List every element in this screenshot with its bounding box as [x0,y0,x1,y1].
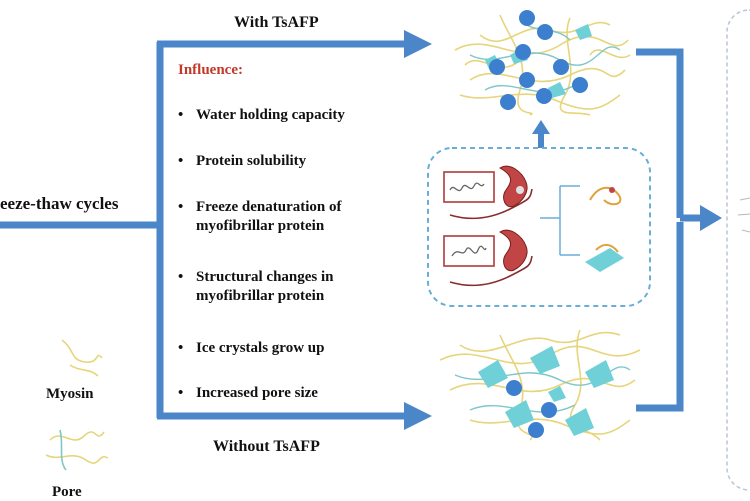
with-arrow-head [404,30,432,58]
protein-fragment-top [589,186,622,206]
result-panel [726,9,750,491]
with-tsafp-label: With TsAFP [234,14,319,31]
network-with-tsafp [454,10,631,116]
protein-panel-top [443,165,533,220]
protein-box [427,147,651,307]
result-panel-fiber-3 [741,229,750,233]
influence-item: • Ice crystals grow up [178,340,325,356]
right-bracket-bottom [636,222,684,412]
protein-fragment-bottom [585,244,624,272]
network-without-tsafp [439,329,641,441]
influence-item: • Water holding capacity [178,107,345,123]
right-arrow-head [700,205,722,231]
influence-title: Influence: [178,62,243,78]
influence-item: • Protein solubility [178,153,307,169]
protein-bracket [540,185,580,256]
result-panel-fiber-2 [737,213,750,216]
legend-myosin-icon [61,339,103,377]
freeze-thaw-label: eeze-thaw cycles [0,194,119,213]
without-arrow-head [404,402,432,430]
legend-myosin-label: Myosin [46,386,94,402]
up-arrow-head [532,120,550,134]
right-bracket-top [636,48,684,218]
legend-pore-label: Pore [52,484,82,500]
influence-item: • Freeze denaturation of myofibrillar pr… [178,199,342,234]
influence-item: • Increased pore size [178,385,318,401]
without-tsafp-label: Without TsAFP [213,438,320,455]
result-panel-fiber-1 [739,197,750,201]
protein-panel-bottom [443,229,533,287]
influence-item: • Structural changes in myofibrillar pro… [178,269,334,304]
legend-pore-icon [45,429,109,471]
